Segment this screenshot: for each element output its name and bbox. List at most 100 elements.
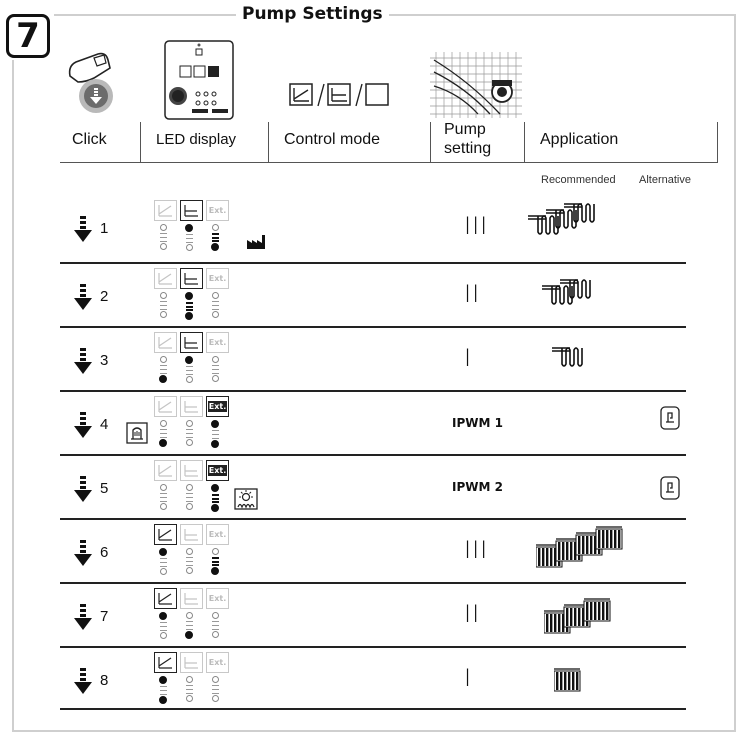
proportional-pressure-icon xyxy=(154,524,177,545)
external-control-icon: Ext. xyxy=(206,524,229,545)
row-number: 1 xyxy=(100,220,109,237)
pump-setting-value: II xyxy=(464,280,481,308)
press-down-arrow-icon xyxy=(74,348,92,379)
table-row: 5 Ext. IPWM 2 xyxy=(60,456,686,518)
row-divider xyxy=(60,582,686,584)
page-frame xyxy=(54,14,736,732)
press-down-arrow-icon xyxy=(74,668,92,699)
row-number: 2 xyxy=(100,288,109,305)
column-led-display: LED display xyxy=(156,131,237,148)
boiler-icon xyxy=(126,422,148,449)
column-control-mode: Control mode xyxy=(284,131,381,148)
radiator-icon xyxy=(553,666,584,701)
control-mode-indicator: Ext. xyxy=(154,332,229,353)
step-number-badge: 7 xyxy=(6,14,50,58)
press-down-arrow-icon xyxy=(74,604,92,635)
external-control-icon: Ext. xyxy=(206,652,229,673)
led xyxy=(183,612,195,639)
external-control-icon: Ext. xyxy=(206,396,229,417)
led xyxy=(209,356,221,383)
proportional-pressure-icon xyxy=(154,588,177,609)
column-application: Application xyxy=(540,131,619,148)
row-divider xyxy=(60,646,686,648)
header-divider xyxy=(140,122,141,163)
led xyxy=(183,484,195,512)
header-divider xyxy=(717,122,718,163)
led xyxy=(209,420,221,448)
external-control-icon: Ext. xyxy=(206,588,229,609)
control-mode-indicator: Ext. xyxy=(154,460,229,481)
led-indicators xyxy=(157,484,221,512)
application-recommended: Recommended xyxy=(541,174,616,186)
ext-mode-label: Ext. xyxy=(208,658,227,667)
row-number: 6 xyxy=(100,544,109,561)
row-divider xyxy=(60,262,686,264)
led xyxy=(183,356,195,383)
led xyxy=(209,292,221,320)
constant-pressure-icon xyxy=(180,200,203,221)
control-mode-indicator: Ext. xyxy=(154,396,229,417)
led-panel-icon xyxy=(164,40,234,120)
pump-setting-value: II xyxy=(464,600,481,628)
led-indicators xyxy=(157,612,221,639)
control-mode-icons xyxy=(288,82,392,108)
row-divider xyxy=(60,326,686,328)
ext-mode-label: Ext. xyxy=(207,465,228,476)
row-divider xyxy=(60,708,686,710)
constant-pressure-icon xyxy=(180,524,203,545)
row-number: 4 xyxy=(100,416,109,433)
table-row: 7 Ext. II xyxy=(60,584,686,646)
constant-pressure-icon xyxy=(180,652,203,673)
press-down-arrow-icon xyxy=(74,412,92,443)
press-down-arrow-icon xyxy=(74,216,92,247)
led xyxy=(209,548,221,575)
pump-setting-value: I xyxy=(464,664,473,692)
row-number: 5 xyxy=(100,480,109,497)
row-divider xyxy=(60,454,686,456)
ext-mode-label: Ext. xyxy=(208,274,227,283)
control-mode-indicator: Ext. xyxy=(154,268,229,289)
radiator-icon xyxy=(543,596,614,643)
finger-press-icon xyxy=(64,46,124,116)
led xyxy=(157,420,169,448)
ext-mode-label: Ext. xyxy=(208,594,227,603)
proportional-pressure-icon xyxy=(154,332,177,353)
pump-curve-chart-icon xyxy=(430,52,522,118)
constant-pressure-icon xyxy=(180,460,203,481)
led-indicators xyxy=(157,548,221,575)
press-down-arrow-icon xyxy=(74,476,92,507)
row-number: 3 xyxy=(100,352,109,369)
underfloor-heating-icon xyxy=(526,194,602,245)
constant-pressure-icon xyxy=(180,332,203,353)
header-divider xyxy=(430,122,431,163)
frame-bottom-edge xyxy=(12,730,54,732)
header-divider xyxy=(524,122,525,163)
led-indicators xyxy=(157,292,221,320)
led xyxy=(157,612,169,639)
led xyxy=(183,548,195,575)
proportional-pressure-icon xyxy=(154,396,177,417)
header-rule xyxy=(60,162,718,163)
pump-setting-value: IPWM 2 xyxy=(452,480,503,494)
led xyxy=(209,676,221,704)
control-mode-indicator: Ext. xyxy=(154,588,229,609)
row-number: 8 xyxy=(100,672,109,689)
led xyxy=(183,676,195,704)
external-control-icon: Ext. xyxy=(206,200,229,221)
control-mode-indicator: Ext. xyxy=(154,524,229,545)
led-indicators xyxy=(157,356,221,383)
led-indicators xyxy=(157,420,221,448)
constant-pressure-icon xyxy=(180,396,203,417)
led xyxy=(157,484,169,512)
led xyxy=(183,224,195,251)
application-alternative: Alternative xyxy=(639,174,691,186)
buffer-tank-icon xyxy=(660,476,680,505)
proportional-pressure-icon xyxy=(154,652,177,673)
led xyxy=(209,612,221,639)
constant-pressure-icon xyxy=(180,268,203,289)
row-number: 7 xyxy=(100,608,109,625)
row-divider xyxy=(60,390,686,392)
proportional-pressure-icon xyxy=(154,460,177,481)
